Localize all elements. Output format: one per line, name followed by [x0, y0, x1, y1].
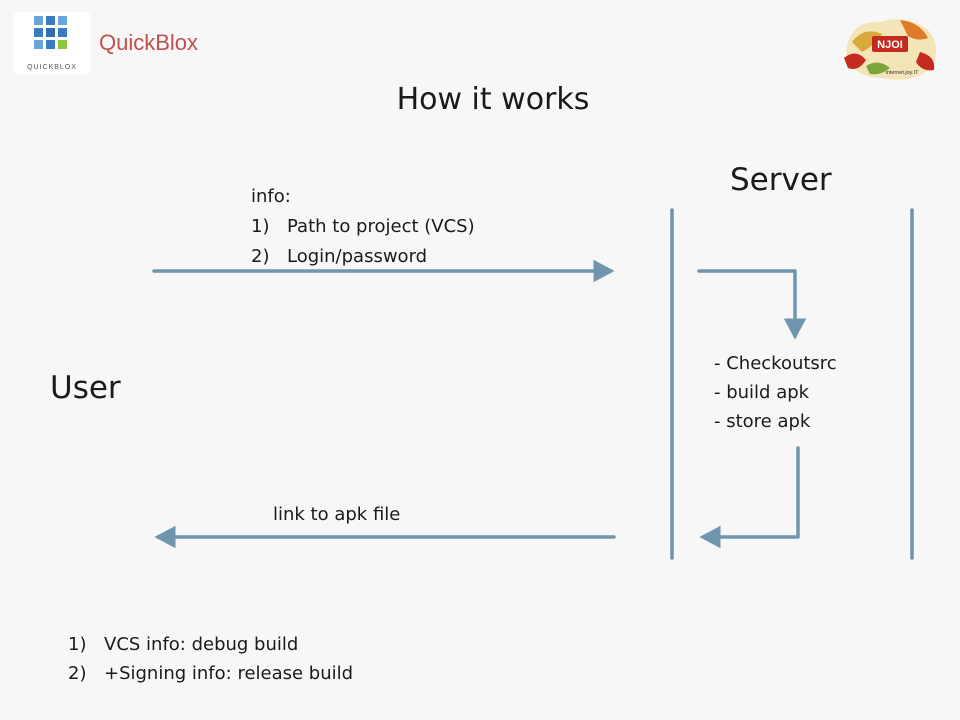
- logo-caption: QUICKBLOX: [27, 64, 77, 71]
- request-heading: info:: [251, 186, 291, 207]
- note-item: 1)VCS info: debug build: [68, 634, 299, 655]
- note-item: 2)+Signing info: release build: [68, 663, 354, 684]
- logo-grid-icon: [34, 16, 67, 49]
- server-step: - Checkoutsrc: [714, 353, 837, 374]
- badge-subtext: internet.joy.IT: [886, 70, 920, 76]
- user-label: User: [50, 370, 121, 406]
- server-label: Server: [730, 162, 832, 198]
- server-step: - store apk: [714, 411, 811, 432]
- request-item: 2)Login/password: [251, 246, 428, 267]
- badge-text: NJOI: [877, 39, 903, 51]
- iot-badge-logo: NJOI internet.joy.IT: [844, 19, 937, 80]
- server-step: - build apk: [714, 382, 810, 403]
- quickblox-logo: QUICKBLOX: [14, 12, 90, 74]
- request-item: 1)Path to project (VCS): [251, 216, 475, 237]
- response-label: link to apk file: [273, 504, 401, 525]
- brand-name: QuickBlox: [99, 30, 199, 55]
- store-return-arrow: [699, 446, 800, 549]
- request-info: info: 1)Path to project (VCS) 2)Login/pa…: [251, 182, 475, 272]
- process-arrow: [697, 269, 807, 340]
- build-notes: 1)VCS info: debug build 2)+Signing info:…: [68, 630, 353, 688]
- slide-title: How it works: [396, 82, 590, 117]
- server-steps: - Checkoutsrc - build apk - store apk: [714, 349, 837, 436]
